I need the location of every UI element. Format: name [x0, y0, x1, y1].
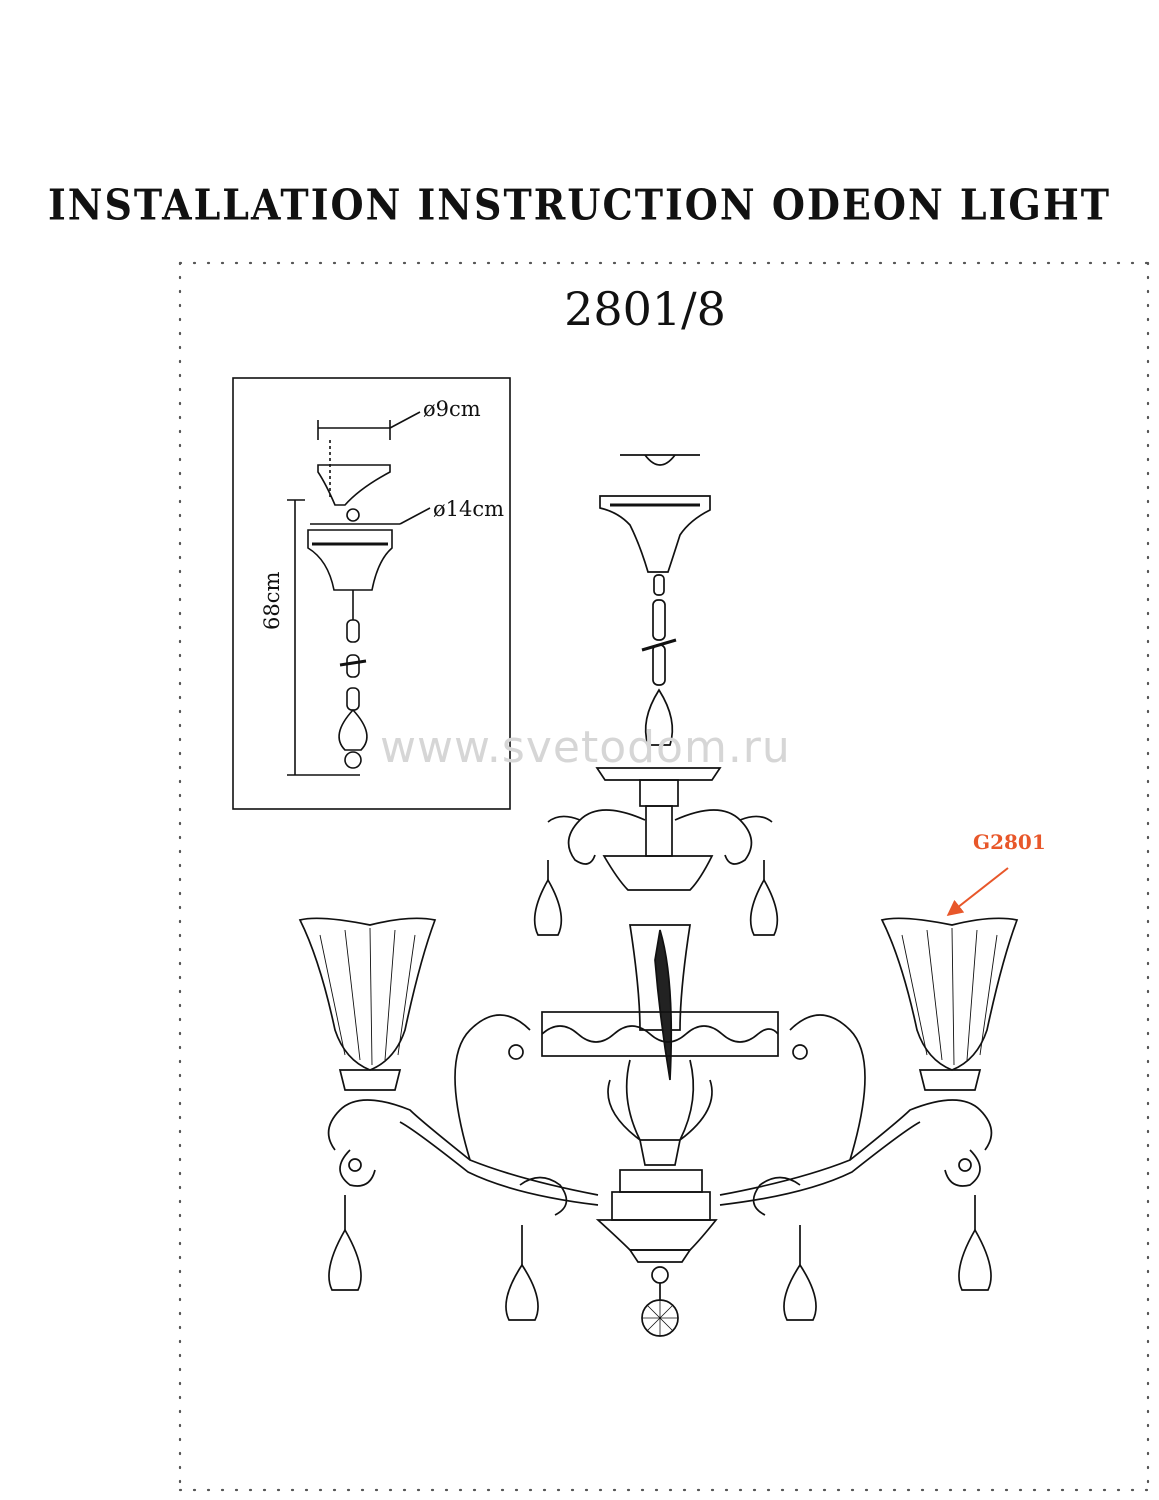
part-pointer-arrow [946, 867, 1009, 916]
canopy-diameter-label: ø9cm [423, 397, 481, 421]
chandelier-drawing [298, 454, 1019, 1337]
cup-diameter-label: ø14cm [433, 497, 505, 521]
dotted-frame [178, 261, 1150, 1492]
model-number: 2801/8 [564, 282, 726, 336]
dimension-inset [232, 377, 511, 810]
page-title: INSTALLATION INSTRUCTION ODEON LIGHT [47, 179, 1112, 230]
watermark-text: www.svetodom.ru [380, 722, 791, 773]
part-number-label: G2801 [973, 830, 1046, 854]
height-label: 68cm [260, 571, 284, 630]
